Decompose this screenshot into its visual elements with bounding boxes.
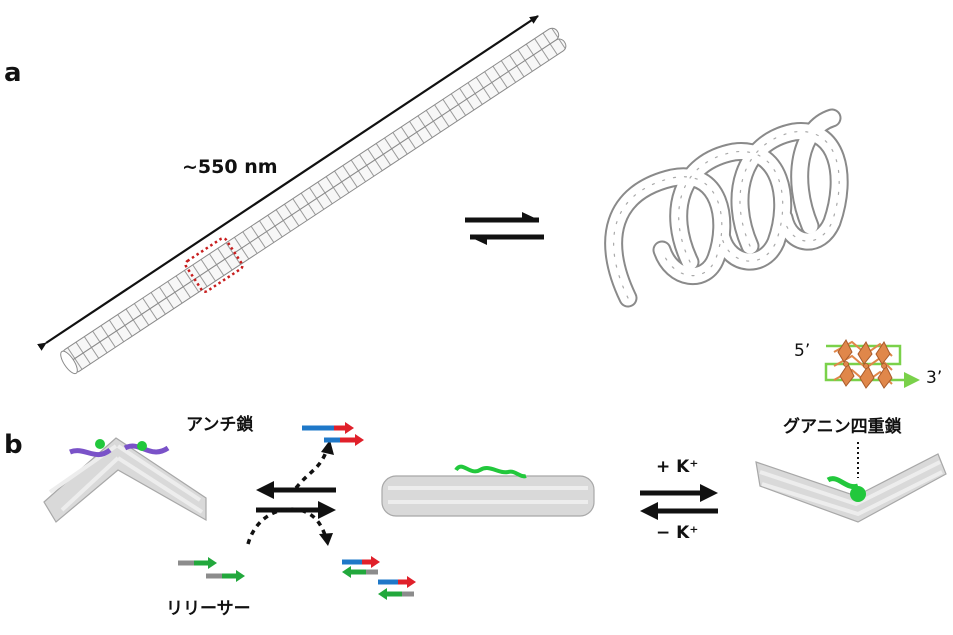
equilibrium-arrows-k <box>640 484 718 520</box>
anti-strand-label: アンチ鎖 <box>186 415 254 435</box>
releaser-strands <box>178 557 245 582</box>
five-prime-label: 5’ <box>794 341 811 361</box>
releaser-label: リリーサー <box>166 599 251 619</box>
straight-dna-bundle-center <box>381 464 595 517</box>
product-duplexes <box>342 556 416 600</box>
panel-label-a: a <box>4 58 22 88</box>
equilibrium-arrows-a <box>465 212 544 245</box>
panel-label-b: b <box>4 430 23 460</box>
bent-dna-bundle-right <box>755 453 947 523</box>
releaser-binding-path <box>246 507 328 545</box>
straight-dna-rod <box>60 27 567 375</box>
g-quadruplex-schematic <box>824 339 920 389</box>
k-plus-label: + K⁺ <box>656 457 699 477</box>
anti-strand-duplex <box>302 422 364 446</box>
bent-dna-bundle-left <box>43 437 207 523</box>
length-label: ~550 nm <box>182 156 278 178</box>
highlight-box <box>184 237 244 293</box>
three-prime-label: 3’ <box>926 368 943 388</box>
coiled-dna-rod <box>604 108 849 308</box>
quadruplex-label: グアニン四重鎖 <box>783 417 902 437</box>
length-dimension-arrow <box>37 15 539 351</box>
k-minus-label: − K⁺ <box>656 523 699 543</box>
